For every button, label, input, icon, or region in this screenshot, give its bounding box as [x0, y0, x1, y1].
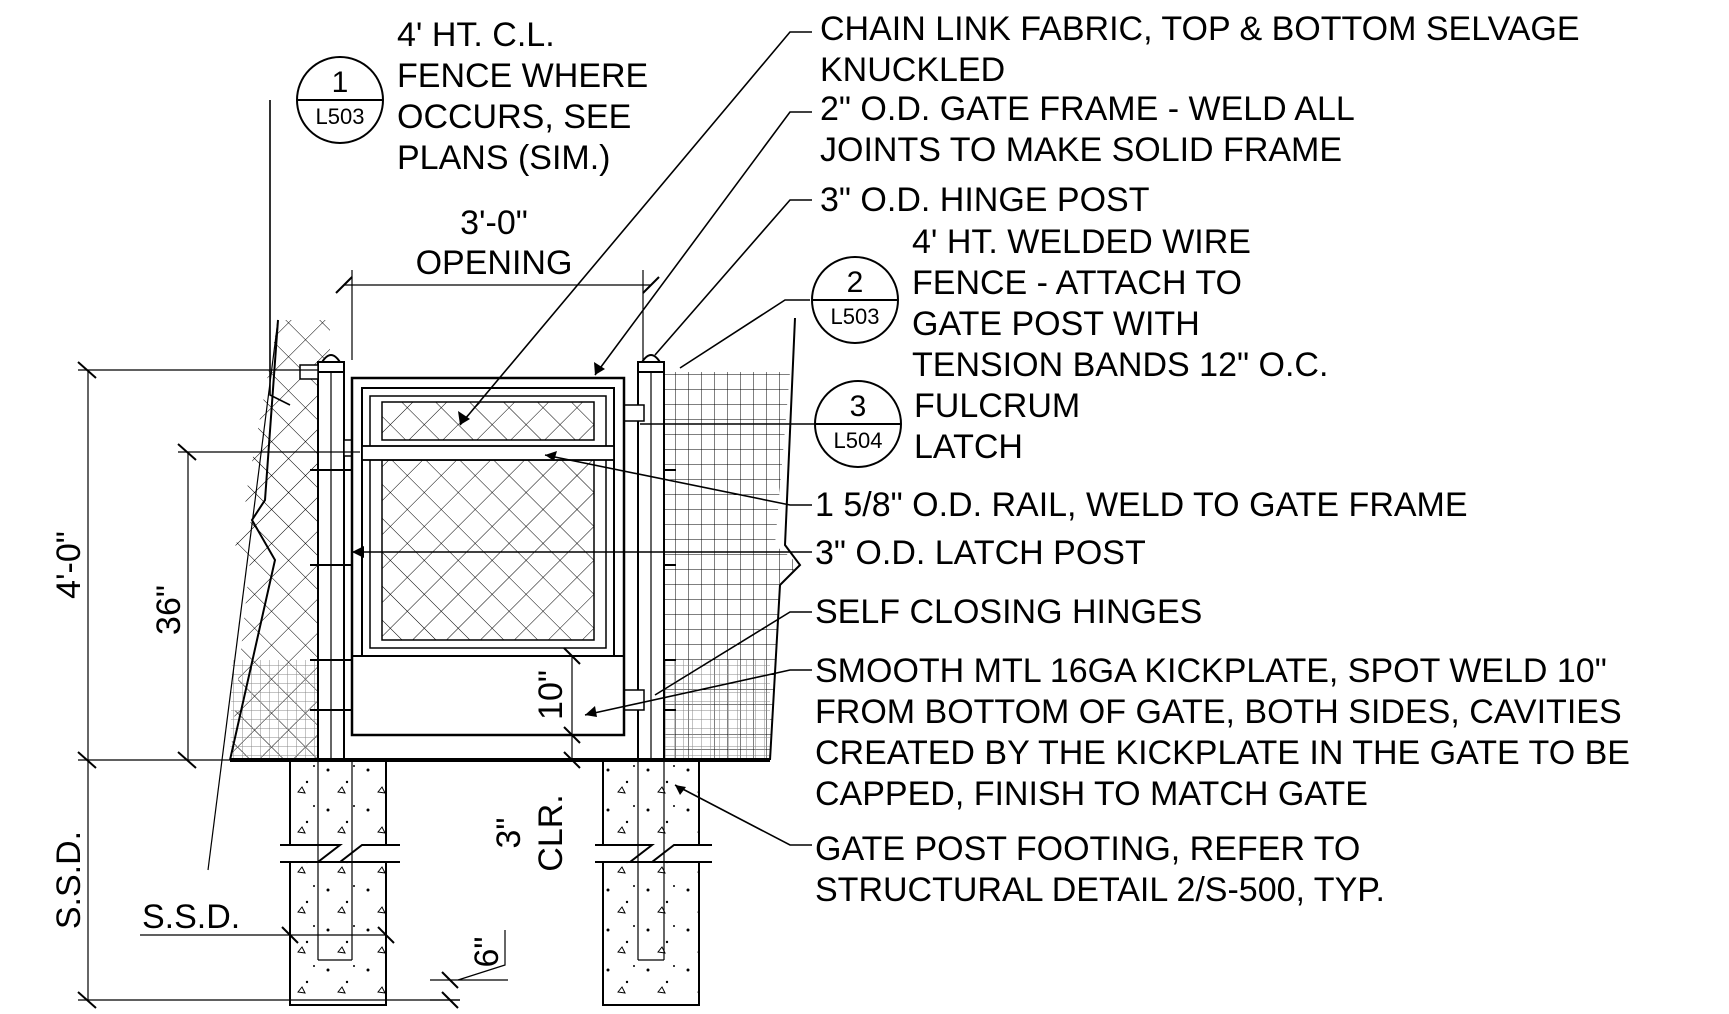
tag-1-number: 1 [332, 66, 349, 99]
note-kickplate-3: CREATED BY THE KICKPLATE IN THE GATE TO … [815, 734, 1630, 772]
dim-opening-1: 3'-0" [460, 204, 528, 242]
detail-tag-2: 2 L503 [811, 256, 899, 344]
dim-rail-height: 36" [150, 585, 188, 635]
left-footing [280, 759, 400, 1006]
dim-footing-offset: 6" [468, 937, 506, 968]
callout-notes: 4' HT. C.L. FENCE WHERE OCCURS, SEE PLAN… [397, 10, 1630, 909]
gate-leaf [350, 376, 626, 737]
note-cl-fence-2: FENCE WHERE [397, 57, 648, 95]
note-kickplate-4: CAPPED, FINISH TO MATCH GATE [815, 775, 1368, 813]
tag-2-number: 2 [847, 266, 864, 299]
dim-opening-2: OPENING [416, 244, 573, 282]
note-frame-2: JOINTS TO MAKE SOLID FRAME [820, 131, 1342, 169]
dim-kickplate-height: 10" [532, 670, 570, 720]
note-footing-2: STRUCTURAL DETAIL 2/S-500, TYP. [815, 871, 1385, 909]
leader-lines [269, 31, 820, 846]
note-fabric-2: KNUCKLED [820, 51, 1005, 89]
dim-clearance-2: CLR. [532, 794, 570, 871]
tag-3-number: 3 [850, 390, 867, 423]
note-hinge-post: 3" O.D. HINGE POST [820, 181, 1149, 219]
dim-height: 4'-0" [50, 531, 88, 599]
note-cl-fence-4: PLANS (SIM.) [397, 139, 610, 177]
note-fabric-1: CHAIN LINK FABRIC, TOP & BOTTOM SELVAGE [820, 10, 1580, 48]
dimension-labels: 3'-0" OPENING 4'-0" 36" 10" 3" CLR. S.S.… [50, 204, 572, 967]
note-rail: 1 5/8" O.D. RAIL, WELD TO GATE FRAME [815, 486, 1468, 524]
note-latch-post: 3" O.D. LATCH POST [815, 534, 1146, 572]
note-latch-1: FULCRUM [914, 387, 1080, 425]
note-footing-1: GATE POST FOOTING, REFER TO [815, 830, 1360, 868]
dimension-lines [77, 270, 660, 1009]
note-welded-wire-2: FENCE - ATTACH TO [912, 264, 1242, 302]
note-welded-wire-1: 4' HT. WELDED WIRE [912, 223, 1251, 261]
dim-ssd-vertical: S.S.D. [50, 831, 88, 929]
note-cl-fence-1: 4' HT. C.L. [397, 16, 555, 54]
note-kickplate-1: SMOOTH MTL 16GA KICKPLATE, SPOT WELD 10" [815, 652, 1607, 690]
note-cl-fence-3: OCCURS, SEE [397, 98, 631, 136]
left-chain-link-fence [207, 319, 330, 871]
note-latch-2: LATCH [914, 428, 1023, 466]
detail-tag-3: 3 L504 [814, 380, 902, 468]
tag-3-sheet: L504 [834, 428, 883, 453]
right-footing [595, 759, 712, 1006]
tag-1-sheet: L503 [316, 104, 365, 129]
tag-2-sheet: L503 [831, 304, 880, 329]
right-welded-wire-fence [665, 317, 802, 761]
note-hinges: SELF CLOSING HINGES [815, 593, 1202, 631]
latch-post [619, 354, 676, 761]
note-welded-wire-3: GATE POST WITH [912, 305, 1200, 343]
note-welded-wire-4: TENSION BANDS 12" O.C. [912, 346, 1328, 384]
note-frame-1: 2" O.D. GATE FRAME - WELD ALL [820, 90, 1355, 128]
detail-tag-1: 1 L503 [296, 56, 384, 144]
dim-ssd-horizontal: S.S.D. [142, 898, 240, 936]
note-kickplate-2: FROM BOTTOM OF GATE, BOTH SIDES, CAVITIE… [815, 693, 1622, 731]
dim-clearance-1: 3" [490, 818, 528, 849]
